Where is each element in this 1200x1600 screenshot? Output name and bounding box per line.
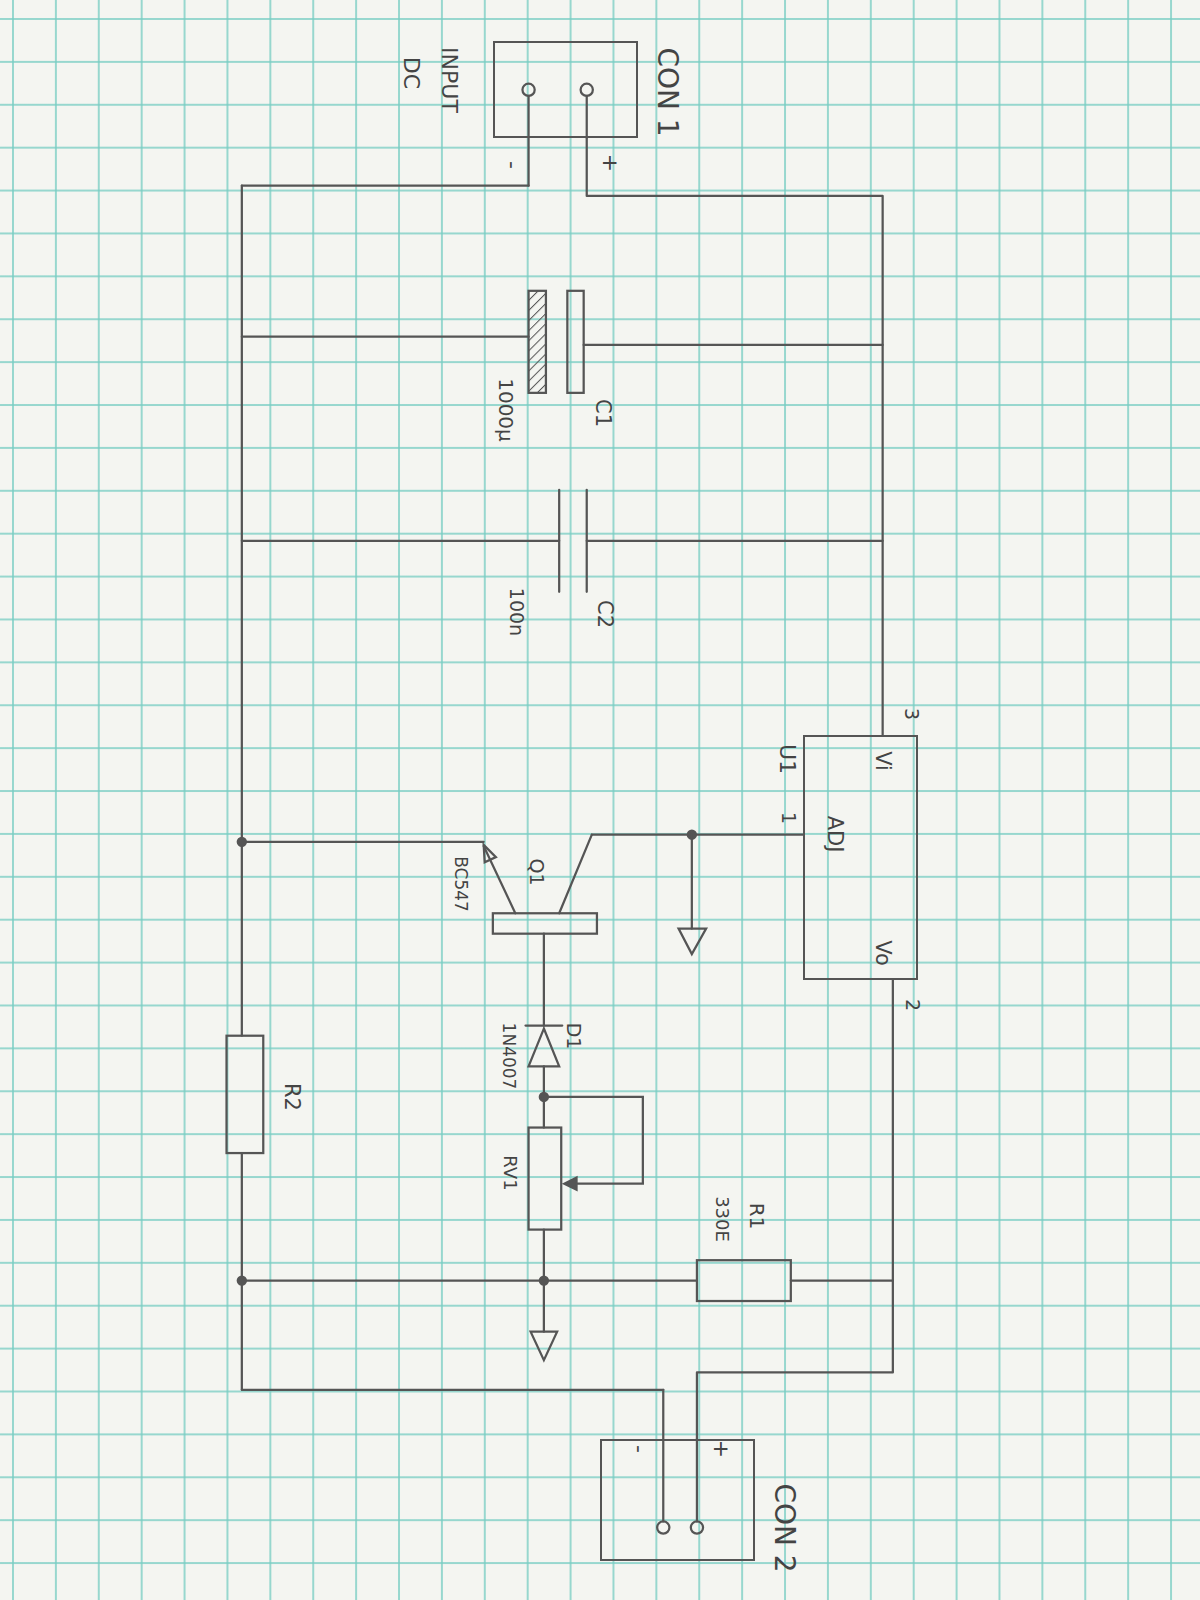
capacitor-wire — [242, 540, 559, 542]
pin-number: 2 — [903, 999, 922, 1011]
base-wire — [543, 934, 545, 1026]
resistor-symbol — [227, 1036, 264, 1153]
trimmer-symbol — [529, 1128, 562, 1230]
ground-wire — [242, 185, 529, 187]
capacitor-plate — [567, 291, 583, 393]
component-label: R1 — [747, 1203, 767, 1230]
transistor-base — [493, 913, 597, 933]
pin-number: 3 — [902, 708, 921, 720]
wire — [587, 138, 883, 735]
capacitor-wire — [242, 336, 529, 338]
wiper-arrow — [564, 1178, 576, 1190]
regulator-box: U1ViADJVo — [803, 735, 918, 980]
resistor-symbol — [697, 1260, 791, 1301]
component-label: C1 — [592, 399, 613, 427]
output-lead — [696, 1439, 698, 1522]
pin-name: Vo — [871, 940, 892, 966]
supply-lead — [586, 96, 588, 138]
transistor-emitter — [484, 846, 516, 913]
component-label: RV1 — [501, 1156, 519, 1191]
junction-dot — [238, 838, 246, 846]
part-name: CON 1 — [653, 47, 681, 136]
transistor-collector — [559, 835, 592, 914]
capacitor-plate — [529, 291, 546, 393]
component-label: C2 — [594, 600, 615, 628]
terminal-circle — [657, 1521, 669, 1533]
wire — [697, 980, 893, 1439]
resistor-wire — [791, 1279, 893, 1281]
capacitor-wire — [587, 540, 883, 542]
ground-symbol — [679, 929, 707, 955]
component-label: - — [628, 1445, 650, 1453]
ground-wire — [691, 835, 693, 929]
junction-dot — [238, 1277, 246, 1285]
terminal-circle — [522, 84, 534, 96]
component-label: D1 — [564, 1022, 583, 1049]
diode-symbol — [529, 1029, 560, 1067]
emitter-arrow — [484, 845, 496, 862]
component-label: 100n — [507, 588, 526, 636]
resistor-wire — [544, 1279, 697, 1281]
terminal-circle — [691, 1521, 703, 1533]
connector-box: CON 1 — [493, 41, 638, 138]
part-name: U1 — [776, 744, 798, 774]
wire-line — [587, 138, 883, 735]
wire-line — [697, 980, 893, 1439]
component-label: + — [599, 154, 621, 172]
terminal-circle — [581, 84, 593, 96]
adj-wire — [592, 834, 803, 836]
ground-wire — [242, 1389, 663, 1391]
part-name: CON 2 — [770, 1483, 798, 1572]
component-label: + — [710, 1440, 732, 1458]
wiper-wire — [544, 1097, 643, 1184]
emitter-wire — [242, 841, 484, 843]
component-label: 330E — [713, 1197, 731, 1243]
component-label: R2 — [280, 1083, 301, 1111]
component-label: Q1 — [526, 859, 545, 886]
ground-wire — [662, 1390, 664, 1522]
component-label: BC547 — [452, 856, 469, 912]
component-label: - — [501, 161, 523, 169]
ground-wire — [527, 96, 529, 186]
component-label: DC — [400, 57, 422, 89]
pin-name: Vi — [871, 751, 892, 771]
component-label: 1N4007 — [500, 1023, 517, 1090]
capacitor-wire — [584, 344, 883, 346]
pin-number: 1 — [778, 812, 797, 824]
ground-rail — [241, 1153, 243, 1390]
component-label: 1000µ — [496, 378, 516, 442]
capacitor-plate — [558, 490, 560, 592]
feedback-wire — [242, 1279, 544, 1281]
ground-symbol — [531, 1332, 558, 1361]
pin-name: ADJ — [823, 815, 844, 852]
ground-rail — [241, 186, 243, 1036]
component-label: INPUT — [438, 47, 460, 113]
